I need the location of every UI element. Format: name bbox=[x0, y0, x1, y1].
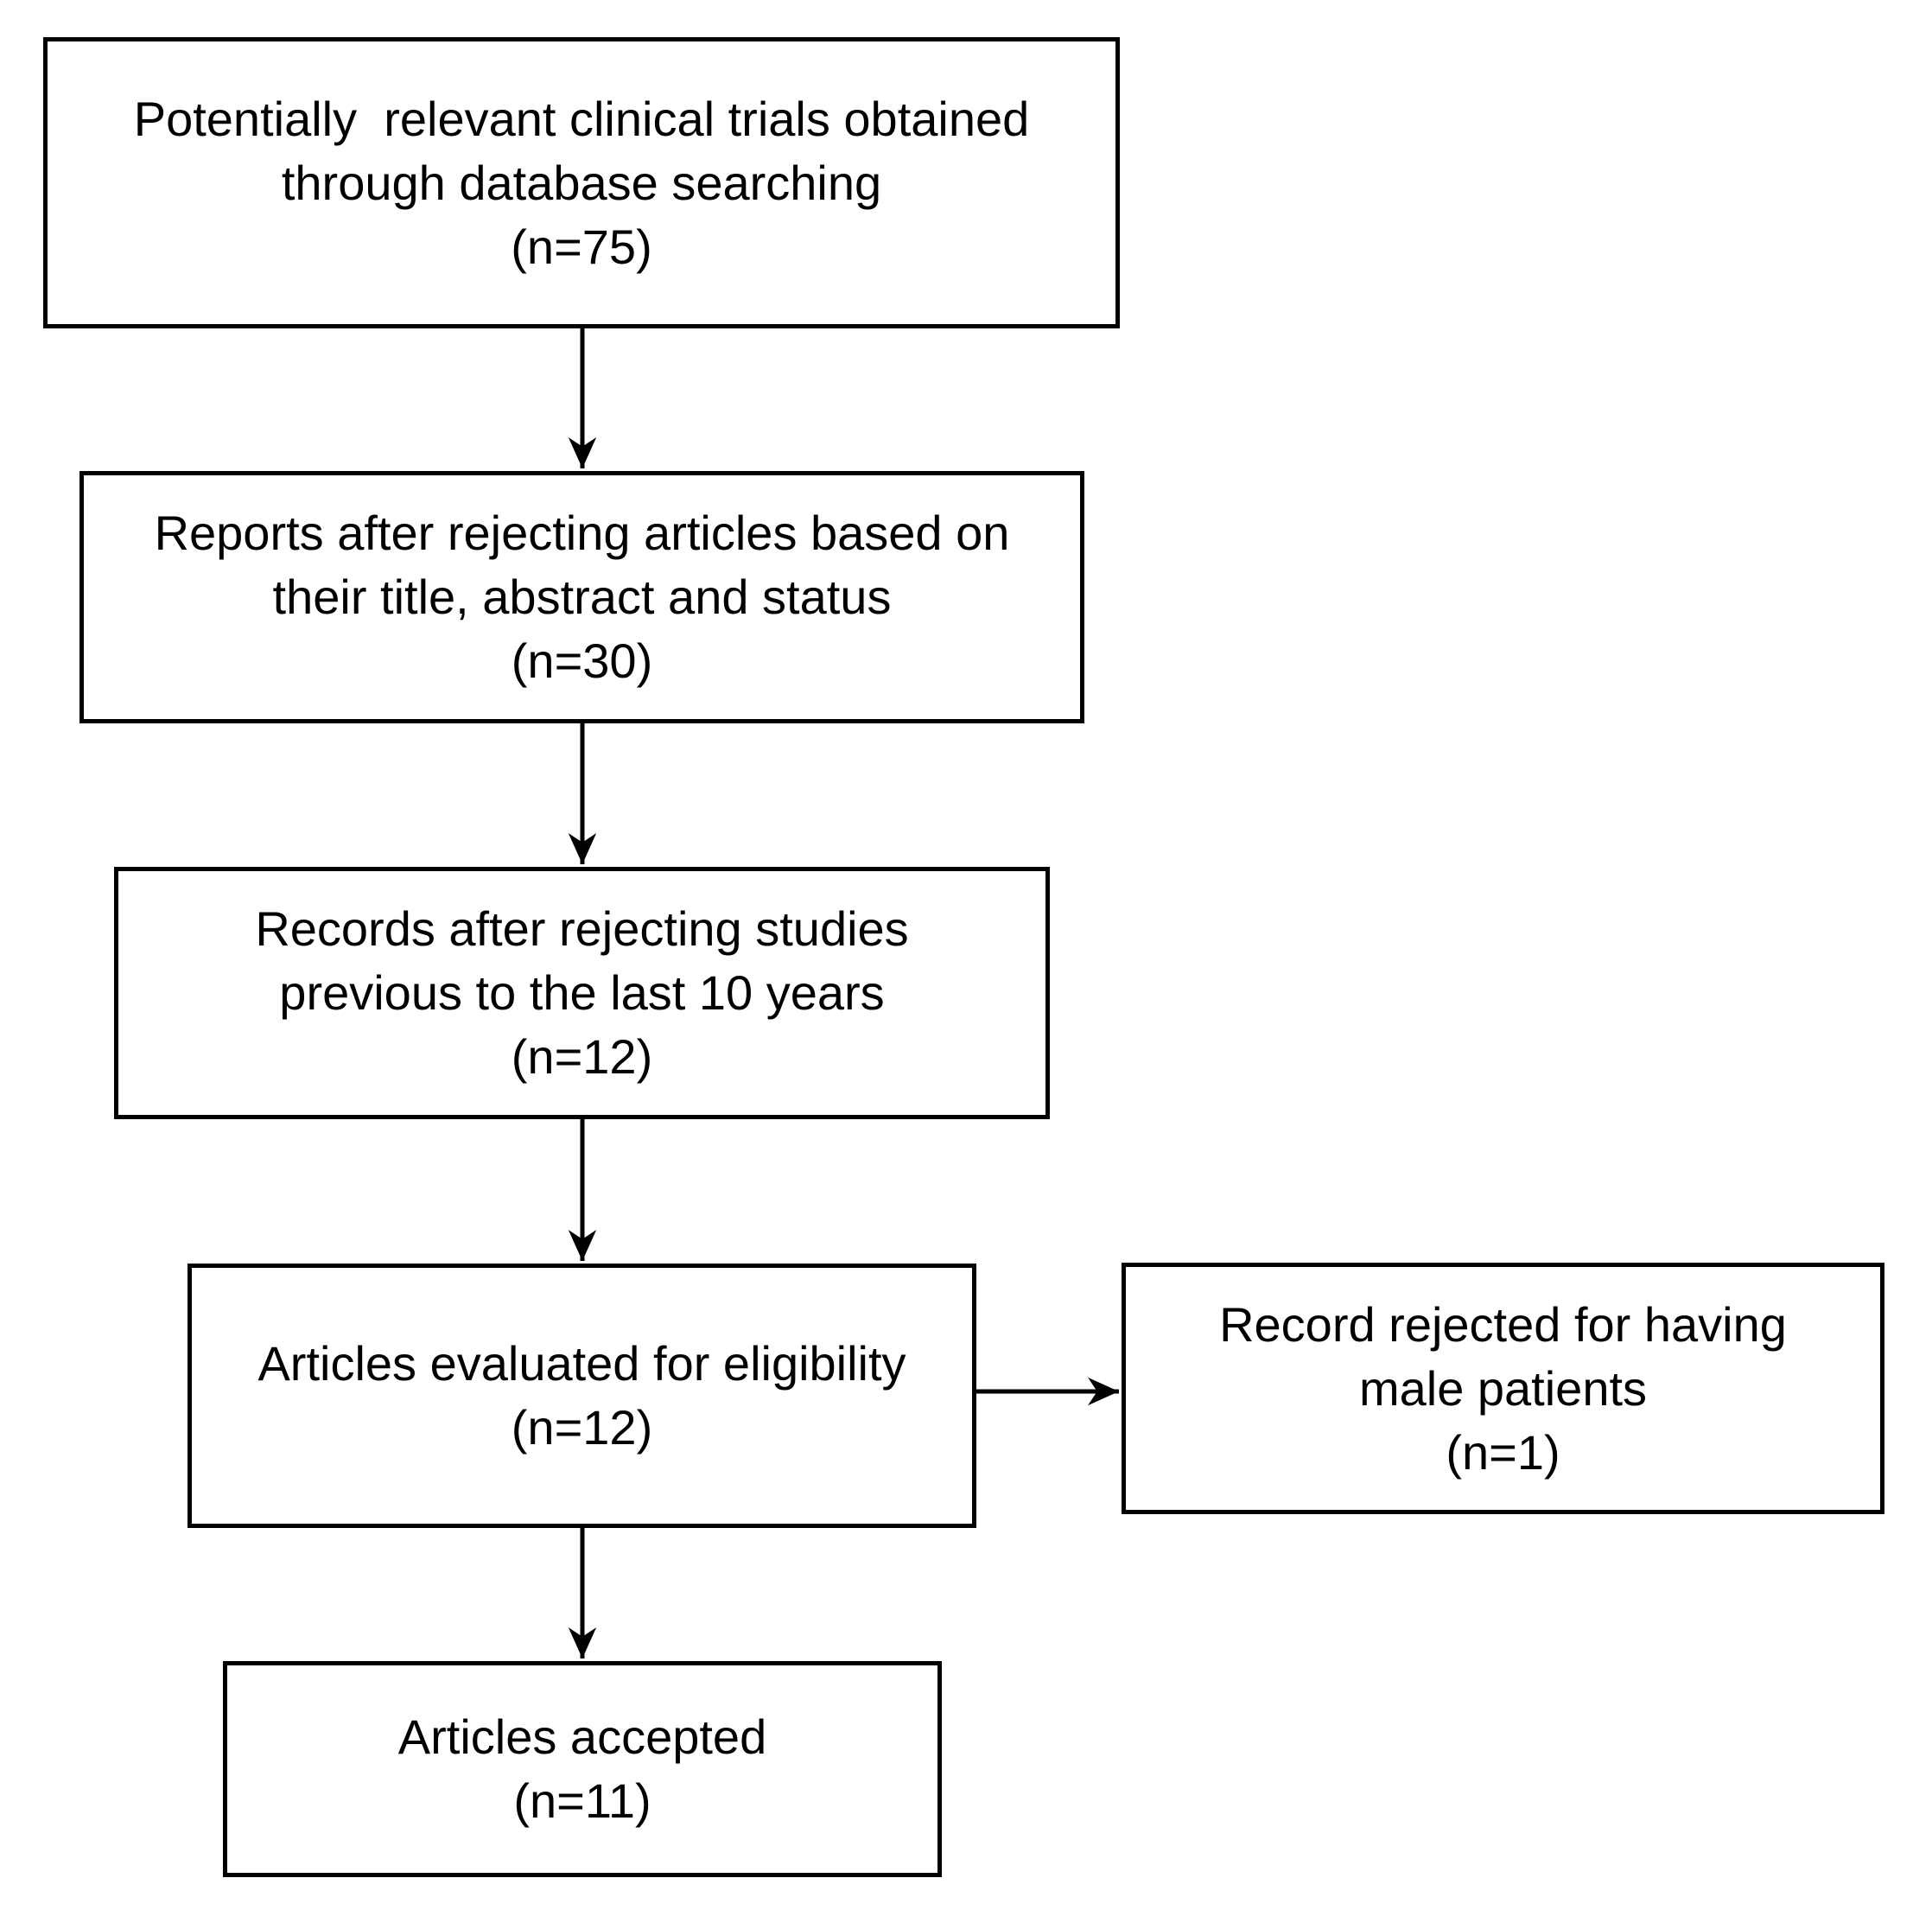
node-count-line: (n=11) bbox=[513, 1773, 651, 1828]
node-count-line: (n=30) bbox=[511, 633, 653, 688]
node-text-line: Articles accepted bbox=[397, 1709, 767, 1764]
node-count-line: (n=75) bbox=[511, 219, 652, 274]
node-articles-accepted: Articles accepted (n=11) bbox=[223, 1661, 942, 1877]
node-reports-after-title-abstract-status: Reports after rejecting articles based o… bbox=[79, 471, 1084, 723]
node-potentially-relevant-trials: Potentially relevant clinical trials obt… bbox=[43, 37, 1120, 328]
node-text-line: their title, abstract and status bbox=[272, 570, 892, 624]
node-text-line: Records after rejecting studies bbox=[255, 901, 909, 956]
node-text-line: through database searching bbox=[281, 155, 882, 210]
node-text-line: Articles evaluated for eligibility bbox=[257, 1336, 906, 1391]
node-count-line: (n=1) bbox=[1446, 1424, 1560, 1480]
node-articles-evaluated-for-eligibility: Articles evaluated for eligibility (n=12… bbox=[187, 1264, 976, 1528]
node-records-after-last-10-years: Records after rejecting studies previous… bbox=[114, 867, 1050, 1119]
node-text-line: Record rejected for having bbox=[1219, 1296, 1787, 1352]
node-text-line: Reports after rejecting articles based o… bbox=[154, 506, 1010, 560]
node-record-rejected-male-patients: Record rejected for having male patients… bbox=[1122, 1263, 1884, 1514]
node-text-line: Potentially relevant clinical trials obt… bbox=[133, 91, 1030, 146]
node-text-line: previous to the last 10 years bbox=[279, 965, 885, 1020]
node-count-line: (n=12) bbox=[511, 1400, 653, 1455]
node-text-line: male patients bbox=[1358, 1360, 1648, 1416]
node-count-line: (n=12) bbox=[511, 1029, 653, 1084]
